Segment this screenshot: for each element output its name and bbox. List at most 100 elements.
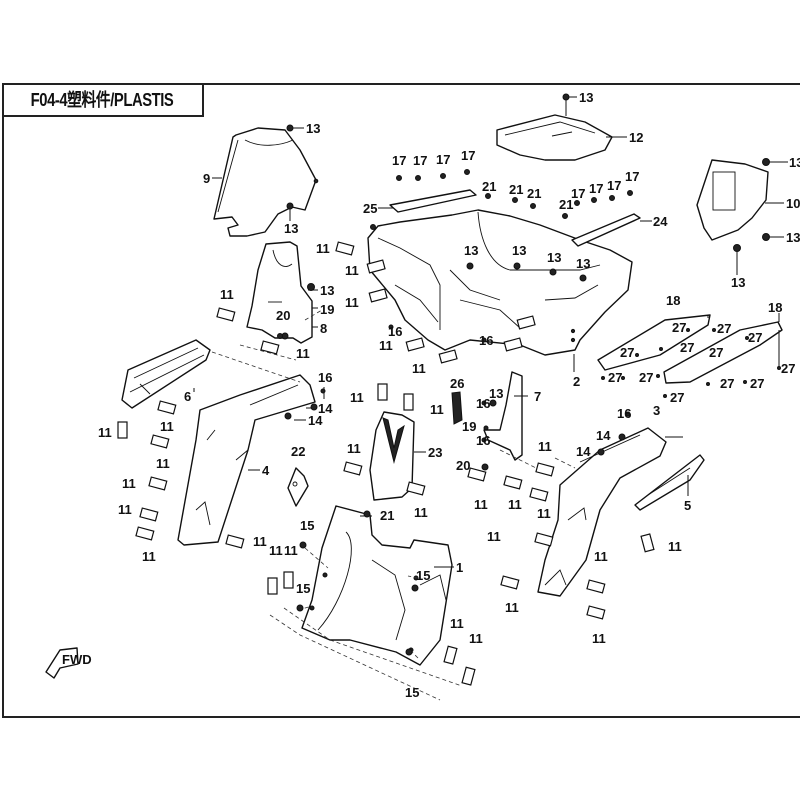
callout-20: 20 bbox=[276, 308, 290, 323]
callout-13: 13 bbox=[576, 256, 590, 271]
callout-14: 14 bbox=[596, 428, 611, 443]
part-26-spring bbox=[451, 391, 463, 425]
callout-13: 13 bbox=[464, 243, 478, 258]
callout-11: 11 bbox=[594, 549, 608, 564]
callout-13: 13 bbox=[789, 155, 800, 170]
callout-3: 3 bbox=[653, 403, 660, 418]
page-title: F04-4塑料件/PLASTIS bbox=[30, 90, 174, 110]
callout-11: 11 bbox=[122, 476, 136, 491]
callout-11: 11 bbox=[537, 506, 551, 521]
callout-13: 13 bbox=[512, 243, 526, 258]
callout-14: 14 bbox=[576, 444, 591, 459]
callout-27: 27 bbox=[680, 340, 694, 355]
callout-13: 13 bbox=[786, 230, 800, 245]
callout-9: 9 bbox=[203, 171, 210, 186]
callout-11: 11 bbox=[469, 631, 483, 646]
part-6-rack bbox=[121, 339, 211, 409]
callout-17: 17 bbox=[589, 181, 603, 196]
callout-27: 27 bbox=[620, 345, 634, 360]
callout-21: 21 bbox=[380, 508, 394, 523]
part-10-cover bbox=[696, 159, 769, 241]
callout-6: 6 bbox=[184, 389, 191, 404]
callout-10: 10 bbox=[786, 196, 800, 211]
callout-24: 24 bbox=[653, 214, 668, 229]
callout-13: 13 bbox=[731, 275, 745, 290]
callout-11: 11 bbox=[316, 241, 330, 256]
part-5-cover bbox=[634, 454, 705, 511]
callout-17: 17 bbox=[625, 169, 639, 184]
callout-17: 17 bbox=[436, 152, 450, 167]
callout-23: 23 bbox=[428, 445, 442, 460]
callout-14: 14 bbox=[308, 413, 323, 428]
callout-11: 11 bbox=[379, 338, 393, 353]
callout-17: 17 bbox=[571, 186, 585, 201]
callout-11: 11 bbox=[487, 529, 501, 544]
callout-19: 19 bbox=[462, 419, 476, 434]
callout-11: 11 bbox=[414, 505, 428, 520]
callout-4: 4 bbox=[262, 463, 270, 478]
callout-13: 13 bbox=[547, 250, 561, 265]
callout-7: 7 bbox=[534, 389, 541, 404]
callout-16: 16 bbox=[388, 324, 402, 339]
callout-11: 11 bbox=[505, 600, 519, 615]
callout-27: 27 bbox=[672, 320, 686, 335]
callout-11: 11 bbox=[592, 631, 606, 646]
part-23-front-cover bbox=[369, 411, 415, 501]
part-2-main-body bbox=[367, 209, 633, 356]
callout-2: 2 bbox=[573, 374, 580, 389]
part-3-right-side-cover bbox=[537, 427, 667, 597]
callout-15: 15 bbox=[300, 518, 314, 533]
callout-11: 11 bbox=[474, 497, 488, 512]
callout-11: 11 bbox=[98, 425, 112, 440]
part-18-plate-b bbox=[663, 321, 783, 384]
callout-27: 27 bbox=[717, 321, 731, 336]
callout-11: 11 bbox=[296, 346, 310, 361]
callout-27: 27 bbox=[748, 330, 762, 345]
callout-17: 17 bbox=[461, 148, 475, 163]
part-8-bracket bbox=[246, 241, 313, 344]
callout-22: 22 bbox=[291, 444, 305, 459]
callout-11: 11 bbox=[118, 502, 132, 517]
callout-27: 27 bbox=[750, 376, 764, 391]
callout-21: 21 bbox=[527, 186, 541, 201]
callout-11: 11 bbox=[160, 419, 174, 434]
callout-11: 11 bbox=[538, 439, 552, 454]
part-24-bar bbox=[571, 213, 641, 247]
callout-15: 15 bbox=[296, 581, 310, 596]
part-4-left-side-cover bbox=[177, 374, 316, 546]
callout-15: 15 bbox=[405, 685, 419, 700]
callout-21: 21 bbox=[559, 197, 573, 212]
callout-11: 11 bbox=[156, 456, 170, 471]
callout-11: 11 bbox=[284, 543, 298, 558]
callout-11: 11 bbox=[412, 361, 426, 376]
part-18-plate-a bbox=[597, 314, 711, 371]
callout-13: 13 bbox=[284, 221, 298, 236]
callout-11: 11 bbox=[668, 539, 682, 554]
part-7-bracket bbox=[483, 371, 523, 461]
callout-11: 11 bbox=[345, 295, 359, 310]
callout-20: 20 bbox=[456, 458, 470, 473]
callout-27: 27 bbox=[608, 370, 622, 385]
callout-27: 27 bbox=[709, 345, 723, 360]
part-12-cover bbox=[496, 114, 613, 161]
callout-27: 27 bbox=[670, 390, 684, 405]
callout-labels: 13 1 2 13 9 13 13 10 13 13 24 25 17 17 17… bbox=[98, 90, 800, 700]
callout-11: 11 bbox=[253, 534, 267, 549]
part-9-panel bbox=[213, 127, 319, 237]
callout-16: 16 bbox=[617, 406, 631, 421]
callout-15: 15 bbox=[416, 568, 430, 583]
callout-13: 13 bbox=[320, 283, 334, 298]
callout-13: 13 bbox=[489, 386, 503, 401]
callout-11: 11 bbox=[345, 263, 359, 278]
callout-5: 5 bbox=[684, 498, 691, 513]
callout-16: 16 bbox=[318, 370, 332, 385]
callout-11: 11 bbox=[269, 543, 283, 558]
callout-11: 11 bbox=[450, 616, 464, 631]
callout-11: 11 bbox=[220, 287, 234, 302]
callout-19: 19 bbox=[320, 302, 334, 317]
callout-25: 25 bbox=[363, 201, 377, 216]
callout-17: 17 bbox=[607, 178, 621, 193]
part-22-clip bbox=[287, 467, 309, 507]
callout-1: 1 bbox=[456, 560, 463, 575]
